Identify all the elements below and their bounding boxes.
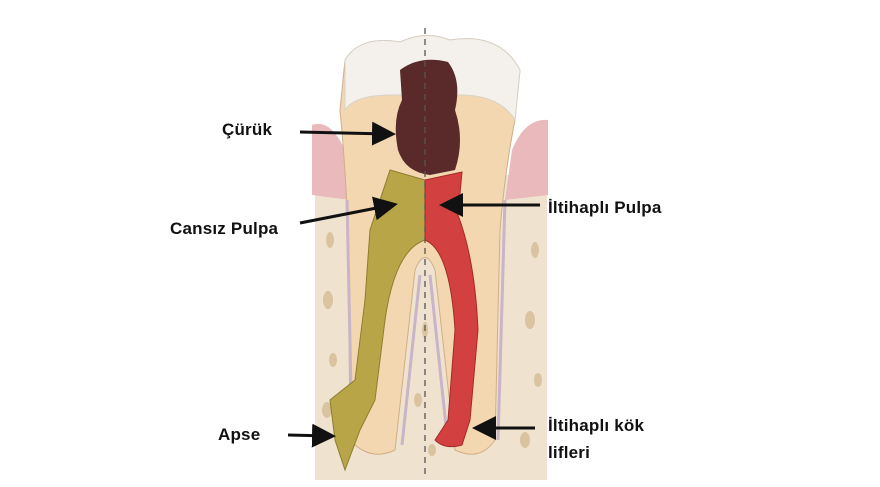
- arrow-dead-pulp: [299, 196, 398, 225]
- arrow-caries: [299, 121, 396, 146]
- label-root-fibers-line1: İltihaplı kök: [548, 416, 645, 435]
- label-caries: Çürük: [222, 120, 273, 139]
- label-abscess: Apse: [218, 425, 261, 444]
- inflamed-pulp: [424, 171, 479, 448]
- label-inflamed-pulp: İltihaplı Pulpa: [548, 198, 662, 217]
- gum: [312, 119, 548, 200]
- arrows: [287, 121, 540, 448]
- dead-pulp: [329, 169, 426, 472]
- label-root-fibers-line2: lifleri: [548, 443, 591, 462]
- arrow-abscess: [287, 423, 336, 448]
- label-dead-pulp: Cansız Pulpa: [170, 219, 279, 238]
- root-membrane: [345, 199, 507, 446]
- caries: [395, 59, 460, 175]
